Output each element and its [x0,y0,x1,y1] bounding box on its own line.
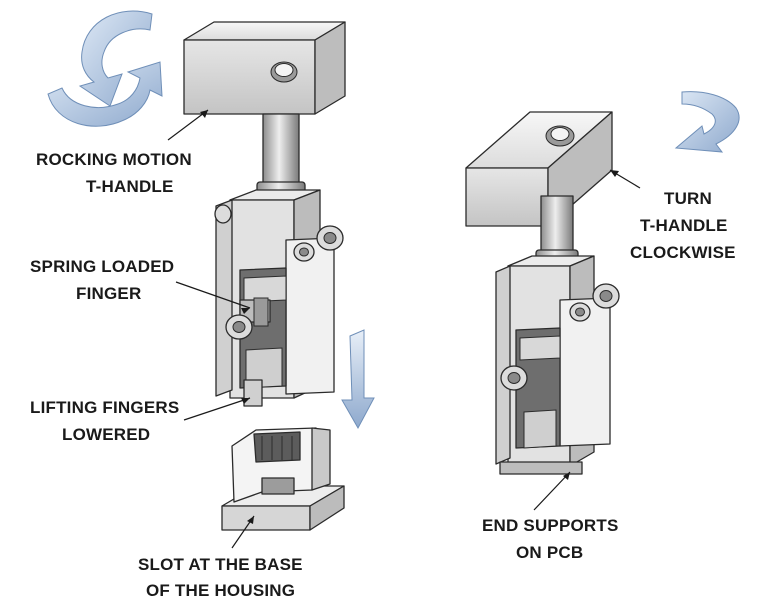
right-front-screw-icon [569,302,591,322]
left-side-screw-icon [225,314,253,340]
label-lifting-1: LIFTING FINGERS [30,398,179,417]
label-rocking-1: ROCKING MOTION [36,150,192,169]
left-bottom-screw-icon [214,204,232,224]
right-t-handle [465,111,613,227]
left-front-screw-icon [293,242,315,262]
leader-lines [167,109,641,549]
down-arrow-icon [341,329,375,430]
label-turn-3: CLOCKWISE [630,243,736,262]
label-turn-1: TURN [664,189,712,208]
clockwise-arrow-icon [674,91,740,153]
label-rocking-2: T-HANDLE [86,177,174,196]
lifting-leader [183,397,251,421]
socket-housing [221,427,345,531]
left-t-handle [183,21,346,115]
right-body-block [495,255,620,475]
label-turn-2: T-HANDLE [640,216,728,235]
end-leader [533,471,571,511]
label-spring-2: FINGER [76,284,141,303]
label-end-1: END SUPPORTS [482,516,619,535]
left-top-screw-icon [316,225,344,251]
right-top-screw-icon [592,283,620,309]
label-end-2: ON PCB [516,543,583,562]
label-lifting-2: LOWERED [62,425,150,444]
right-tool-assembly [465,91,740,475]
left-tool-assembly [47,10,375,531]
spring-leader [175,281,251,309]
label-slot-1: SLOT AT THE BASE [138,555,303,574]
rocking-arrows-icon [47,10,163,127]
rocking-leader [167,109,209,141]
label-slot-2: OF THE HOUSING [146,581,295,600]
left-body-block [214,189,344,407]
callout-labels: ROCKING MOTION T-HANDLE SPRING LOADED FI… [30,150,736,600]
right-side-screw-icon [500,365,528,391]
label-spring-1: SPRING LOADED [30,257,174,276]
